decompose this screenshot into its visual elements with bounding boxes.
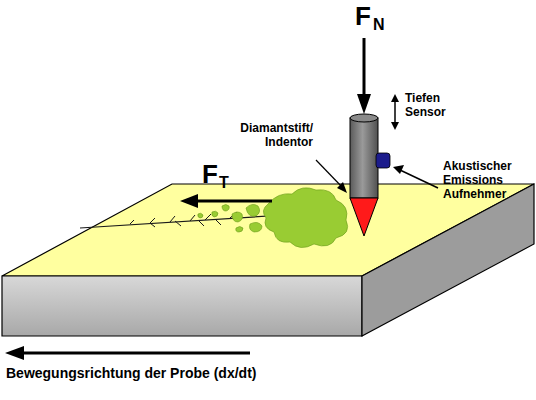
depth-arrow-head bbox=[391, 94, 399, 102]
tangential-force-head bbox=[180, 194, 198, 208]
movement-arrow-head bbox=[5, 346, 24, 360]
force-subscript: N bbox=[373, 16, 397, 34]
diamond-tip bbox=[350, 198, 378, 236]
tangential-force-arrow bbox=[196, 200, 272, 203]
force-subscript: T bbox=[219, 174, 239, 192]
depth-arrow-head bbox=[391, 122, 399, 130]
movement-arrow bbox=[22, 352, 250, 355]
acoustic-leader bbox=[400, 170, 438, 188]
acoustic-sensor bbox=[376, 153, 390, 168]
depth-arrow bbox=[394, 100, 396, 124]
acoustic-leader-head bbox=[393, 165, 404, 174]
normal-force-arrow bbox=[363, 38, 366, 96]
sample-side bbox=[362, 184, 534, 336]
indentor-leader-head bbox=[337, 182, 347, 193]
sensor-label: Akustischer Emissions Aufnehmer bbox=[443, 160, 531, 201]
indentor-shaft bbox=[350, 118, 378, 198]
normal-force-head bbox=[357, 94, 371, 114]
indentor-label: Diamantstift/ Indentor bbox=[205, 122, 313, 150]
sample-front bbox=[2, 276, 362, 336]
sensor-label: Tiefen Sensor bbox=[405, 92, 465, 120]
movement-label: Bewegungsrichtung der Probe (dx/dt) bbox=[6, 365, 326, 381]
indentor-leader bbox=[316, 160, 343, 188]
indentor-top bbox=[350, 114, 378, 122]
scratch-cracks bbox=[130, 212, 237, 227]
spallation bbox=[198, 188, 348, 248]
